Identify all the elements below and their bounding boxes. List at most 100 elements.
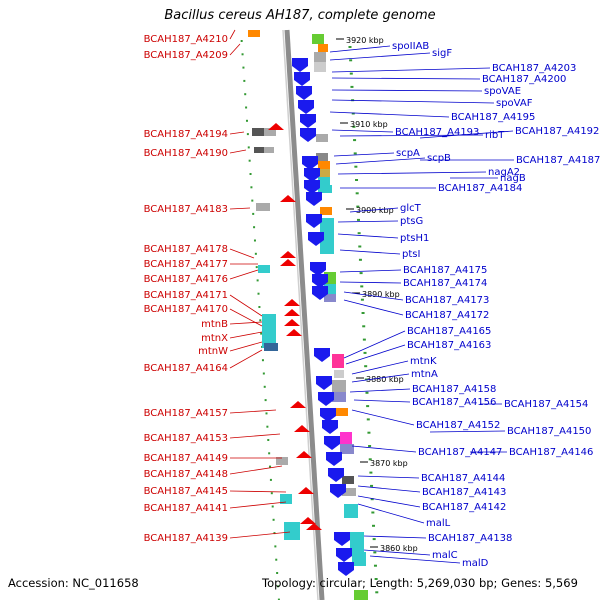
left-gene-label: BCAH187_A4183 [144, 204, 228, 215]
right-gene-label: BCAH187_A4174 [403, 278, 487, 289]
left-gene-label: BCAH187_A4139 [144, 533, 228, 544]
left-leader-line [229, 321, 263, 325]
tick-dot-right [375, 591, 379, 594]
tick-dot-right [374, 578, 378, 580]
left-leader-line [229, 349, 263, 369]
left-gene-label: BCAH187_A4171 [144, 290, 228, 301]
right-gene-label: spoVAF [496, 98, 533, 109]
left-leader-line [229, 269, 259, 280]
forward-gene-arrow [312, 274, 328, 288]
tick-dot-left [261, 359, 264, 362]
right-gene-label: BCAH187_A4172 [405, 310, 489, 321]
right-leader-line [339, 269, 402, 273]
right-gene-label: BCAH187_A4154 [504, 399, 588, 410]
right-gene-label: BCAH187_A4142 [422, 502, 506, 513]
forward-gene-arrow [306, 192, 322, 206]
gene-block [342, 476, 354, 484]
tick-dot-right [366, 418, 370, 421]
right-leader-line [429, 430, 506, 433]
reverse-gene-arrow [268, 123, 284, 130]
right-gene-label: spoVAE [484, 86, 521, 97]
forward-gene-arrow [336, 548, 352, 562]
gene-block [320, 207, 332, 215]
tick-dot-right [355, 192, 359, 195]
forward-gene-arrow [298, 100, 314, 114]
gene-block [248, 30, 260, 37]
tick-dot-right [363, 351, 367, 354]
right-leader-line [329, 111, 450, 118]
left-gene-label: BCAH187_A4178 [144, 244, 228, 255]
left-leader-line [229, 409, 277, 414]
tick-dot-right [372, 524, 376, 527]
forward-gene-arrow [330, 484, 346, 498]
forward-gene-arrow [308, 232, 324, 246]
tick-dot-left [252, 212, 255, 215]
right-gene-label: ptsG [400, 216, 423, 227]
forward-gene-arrow [292, 58, 308, 72]
reverse-gene-arrow [306, 523, 322, 530]
gene-block [340, 432, 352, 444]
right-leader-line [419, 130, 514, 139]
gene-block [324, 284, 336, 294]
tick-dot-right [361, 312, 365, 314]
right-leader-line [343, 299, 404, 316]
right-gene-label: BCAH187_A4152 [416, 420, 500, 431]
gene-block [262, 324, 276, 336]
tick-dot-right [352, 125, 356, 128]
reverse-gene-arrow [280, 259, 296, 266]
right-gene-label: nagA2 [488, 167, 520, 178]
tick-dot-right [369, 471, 373, 474]
tick-dot-left [263, 385, 266, 388]
tick-dot-right [351, 112, 355, 115]
gene-block [262, 314, 276, 324]
gene-block [280, 494, 292, 504]
right-gene-label: nagB [500, 173, 526, 184]
right-leader-line [339, 249, 401, 255]
forward-gene-arrow [316, 376, 332, 390]
forward-gene-arrow [306, 214, 322, 228]
tick-dot-left [277, 598, 280, 600]
right-gene-label: BCAH187_A4147 [418, 447, 502, 458]
tick-dot-left [253, 226, 256, 229]
left-leader-line [229, 29, 236, 40]
right-leader-line [357, 485, 421, 493]
left-gene-label: mtnB [201, 319, 228, 330]
right-leader-line [333, 152, 395, 157]
tick-dot-left [274, 545, 277, 548]
gene-block [350, 532, 364, 552]
reverse-gene-arrow [296, 451, 312, 458]
reverse-gene-arrow [280, 195, 296, 202]
forward-gene-arrow [302, 156, 318, 170]
gene-block [264, 128, 276, 136]
right-gene-label: BCAH187_A4156 [412, 397, 496, 408]
left-leader-line [229, 207, 251, 210]
right-gene-label: BCAH187_A4165 [407, 326, 491, 337]
left-gene-label: BCAH187_A4190 [144, 148, 228, 159]
right-leader-line [351, 445, 417, 453]
tick-dot-left [264, 399, 267, 402]
tick-dot-right [360, 285, 364, 288]
gene-block [312, 34, 324, 44]
right-leader-line [351, 373, 410, 383]
right-gene-label: mtnA [411, 369, 438, 380]
reverse-gene-arrow [280, 251, 296, 258]
right-leader-line [331, 89, 483, 92]
right-gene-label: BCAH187_A4143 [422, 487, 506, 498]
tick-dot-right [362, 325, 366, 328]
gene-block [332, 354, 344, 368]
right-leader-line [349, 388, 411, 393]
forward-gene-arrow [326, 452, 342, 466]
right-leader-line [331, 129, 394, 133]
tick-dot-left [276, 572, 279, 574]
forward-gene-arrow [304, 168, 320, 182]
left-gene-label: BCAH187_A4145 [144, 486, 228, 497]
tick-dot-left [243, 79, 246, 82]
right-gene-label: BCAH187_A4184 [438, 183, 522, 194]
forward-gene-arrow [296, 86, 312, 100]
gene-block [314, 52, 326, 62]
left-leader-line [229, 531, 291, 539]
tick-dot-left [268, 452, 271, 455]
tick-dot-left [249, 173, 252, 175]
tick-dot-left [267, 439, 270, 441]
